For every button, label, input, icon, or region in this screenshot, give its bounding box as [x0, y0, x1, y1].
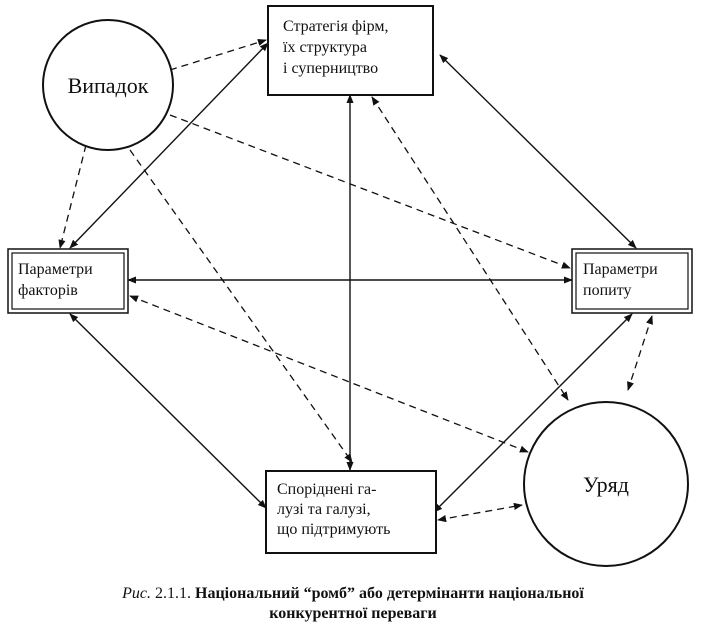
related-label-line-1: Споріднені га- [277, 481, 376, 498]
caption-figure-label: Рис. [122, 585, 151, 602]
edge-chance-factors [58, 144, 87, 249]
edge-chance-strategy [169, 38, 267, 71]
edge-demand-related [433, 313, 633, 513]
node-government: Уряд [523, 401, 689, 567]
caption-title-line-2: конкурентної переваги [269, 605, 437, 622]
node-demand: Параметри попиту [571, 248, 693, 314]
demand-box-inner [575, 252, 689, 310]
strategy-label-line-1: Стратегія фірм, [283, 18, 389, 35]
government-circle [523, 401, 689, 567]
edge-government-demand [627, 315, 653, 391]
node-strategy: Стратегія фірм, їх структура і суперницт… [267, 5, 434, 96]
caption-line-2: конкурентної переваги [0, 604, 706, 624]
caption-line-1: Рис. 2.1.1. Національний “ромб” або дете… [0, 584, 706, 604]
strategy-label-line-3: і суперництво [283, 60, 378, 77]
related-box [265, 470, 437, 554]
factors-box-inner [11, 252, 125, 310]
edge-chance-government [129, 149, 353, 463]
edge-factors-related [69, 313, 267, 509]
demand-label-line-2: попиту [583, 282, 631, 299]
node-related: Споріднені га- лузі та галузі, що підтри… [265, 470, 437, 554]
node-factors: Параметри факторів [7, 248, 129, 314]
node-chance: Випадок [42, 19, 174, 151]
figure-caption: Рис. 2.1.1. Національний “ромб” або дете… [0, 584, 706, 624]
factors-box-outer [7, 248, 129, 314]
dashed-connectors [58, 38, 653, 523]
chance-label: Випадок [68, 73, 149, 98]
related-label-line-2: лузі та галузі, [277, 501, 371, 518]
demand-box-outer [571, 248, 693, 314]
strategy-box [267, 5, 434, 96]
edge-government-strategy [371, 96, 569, 401]
demand-label-line-1: Параметри [583, 261, 658, 278]
edge-strategy-demand [439, 54, 637, 249]
edge-government-related [437, 502, 523, 523]
related-label-line-3: що підтримують [277, 521, 390, 538]
caption-figure-number: 2.1.1. [155, 585, 191, 602]
edge-chance-demand [169, 114, 571, 269]
government-label: Уряд [583, 472, 629, 497]
factors-label-line-2: факторів [18, 282, 78, 299]
edge-strategy-factors [69, 42, 269, 249]
factors-label-line-1: Параметри [18, 261, 93, 278]
chance-circle [42, 19, 174, 151]
caption-title-line-1: Національний “ромб” або детермінанти нац… [195, 585, 584, 602]
strategy-label-line-2: їх структура [283, 39, 367, 56]
